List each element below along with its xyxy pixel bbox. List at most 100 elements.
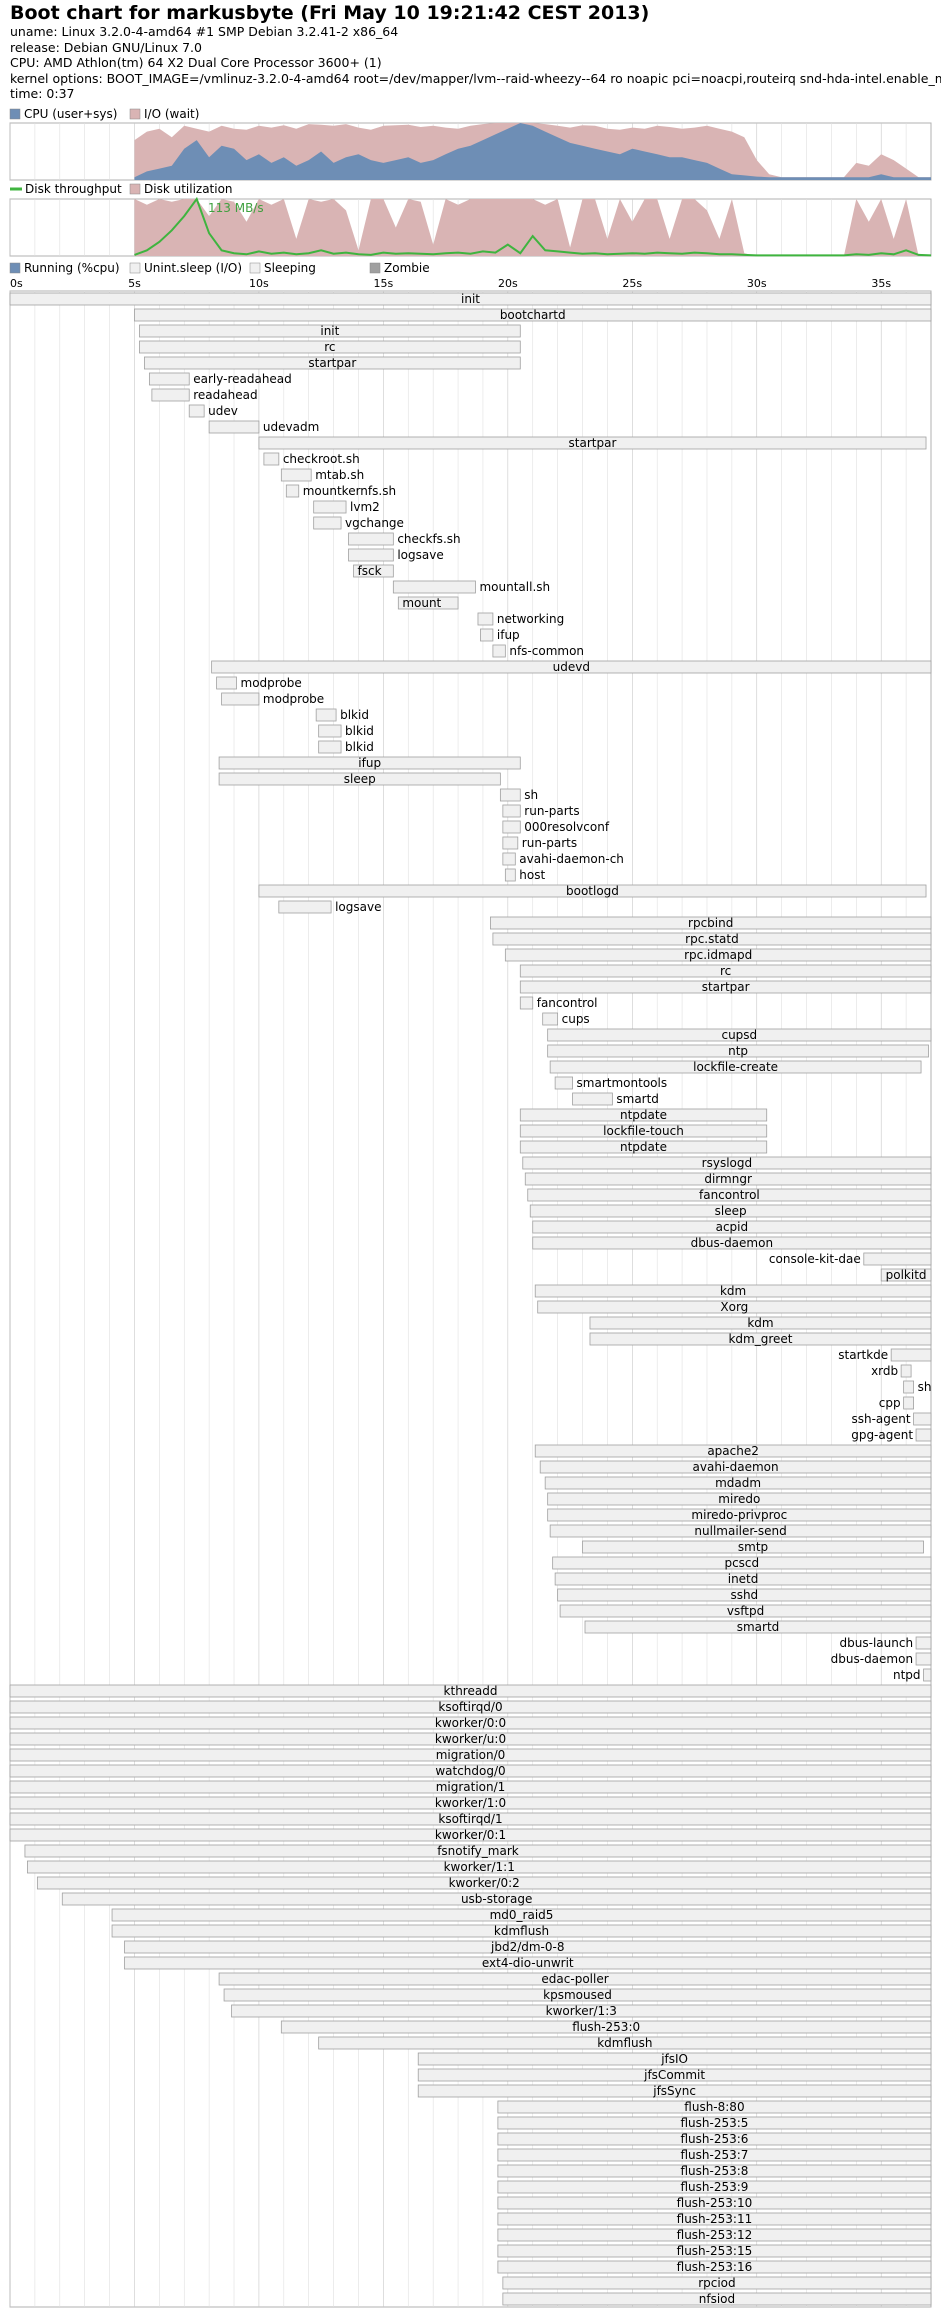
- process-label: kworker/0:2: [449, 1876, 520, 1890]
- process-label: console-kit-dae: [769, 1252, 861, 1266]
- legend-cpu-swatch: [9, 108, 21, 120]
- process-bar: [353, 564, 394, 578]
- process-label: flush-8:80: [684, 2100, 744, 2114]
- process-bar: [547, 1044, 929, 1058]
- process-bar: [544, 1476, 932, 1490]
- x-tick-label: 5s: [128, 277, 141, 290]
- uname-line: uname: Linux 3.2.0-4-amd64 #1 SMP Debian…: [10, 24, 399, 39]
- process-label: ext4-dio-unwrit: [482, 1956, 574, 1970]
- legend-disk-utilization-label: Disk utilization: [144, 182, 233, 196]
- disk-throughput-peak-label: 113 MB/s: [208, 201, 264, 215]
- process-label: md0_raid5: [490, 1908, 554, 1922]
- process-label: kdm_greet: [728, 1332, 792, 1346]
- process-label: xrdb: [871, 1364, 898, 1378]
- process-bar: [492, 932, 932, 946]
- process-label: kdmflush: [597, 2036, 652, 2050]
- process-bar: [915, 1428, 932, 1442]
- x-tick-label: 25s: [622, 277, 642, 290]
- process-bar: [497, 2148, 932, 2162]
- process-label: dbus-launch: [840, 1636, 914, 1650]
- process-label: smartmontools: [577, 1076, 668, 1090]
- process-label: dbus-daemon: [831, 1652, 913, 1666]
- process-bar: [915, 1652, 932, 1666]
- process-bar: [502, 804, 521, 818]
- process-bar: [492, 644, 506, 658]
- process-label: mdadm: [715, 1476, 761, 1490]
- process-label: init: [461, 292, 480, 306]
- cpu-usage-area: [134, 123, 931, 180]
- process-bar: [519, 1108, 768, 1122]
- process-bar: [903, 1380, 914, 1394]
- process-label: blkid: [345, 724, 374, 738]
- process-label: mount: [402, 596, 441, 610]
- process-bar: [499, 788, 521, 802]
- process-bar: [280, 2020, 932, 2034]
- process-bar: [9, 1796, 932, 1810]
- process-bar: [318, 2036, 932, 2050]
- process-bar: [480, 628, 494, 642]
- process-label: sh: [918, 1380, 932, 1394]
- process-label: lockfile-touch: [603, 1124, 684, 1138]
- process-bar: [534, 1284, 932, 1298]
- process-label: flush-253:11: [677, 2212, 753, 2226]
- process-bar: [923, 1668, 932, 1682]
- process-label: modprobe: [241, 676, 302, 690]
- process-label: nullmailer-send: [694, 1524, 786, 1538]
- legend-running-label: Running (%cpu): [24, 261, 120, 275]
- process-label: checkfs.sh: [397, 532, 460, 546]
- legend-sleeping-swatch: [249, 262, 261, 274]
- process-bar: [539, 1460, 932, 1474]
- process-label: mtab.sh: [315, 468, 364, 482]
- process-label: jbd2/dm-0-8: [490, 1940, 564, 1954]
- process-bar: [188, 404, 205, 418]
- process-label: early-readahead: [193, 372, 292, 386]
- process-bar: [218, 1972, 932, 1986]
- process-bar: [318, 740, 342, 754]
- process-label: avahi-daemon-ch: [519, 852, 624, 866]
- process-label: blkid: [340, 708, 369, 722]
- legend-disk-utilization-swatch: [129, 183, 141, 195]
- process-label: gpg-agent: [851, 1428, 913, 1442]
- process-bar: [9, 1812, 932, 1826]
- legend-sleeping-label: Sleeping: [264, 261, 316, 275]
- process-bar: [139, 324, 521, 338]
- process-label: ksoftirqd/1: [438, 1812, 502, 1826]
- process-bar: [554, 1572, 932, 1586]
- process-label: udev: [208, 404, 238, 418]
- process-bar: [880, 1268, 932, 1282]
- process-label: cups: [562, 1012, 590, 1026]
- process-bar: [497, 2196, 932, 2210]
- process-label: cupsd: [721, 1028, 757, 1042]
- process-label: flush-253:10: [677, 2196, 753, 2210]
- process-label: kworker/1:3: [546, 2004, 617, 2018]
- process-label: acpid: [716, 1220, 749, 1234]
- process-label: 000resolvconf: [524, 820, 610, 834]
- process-bar: [348, 548, 394, 562]
- process-bar: [502, 836, 519, 850]
- process-bar: [900, 1364, 912, 1378]
- process-label: rpciod: [698, 2276, 735, 2290]
- process-label: bootchartd: [500, 308, 566, 322]
- process-label: vsftpd: [727, 1604, 764, 1618]
- process-bar: [218, 772, 501, 786]
- process-label: vgchange: [345, 516, 404, 530]
- process-label: rc: [324, 340, 335, 354]
- process-bar: [519, 1140, 768, 1154]
- process-bar: [313, 500, 347, 514]
- process-label: ssh-agent: [851, 1412, 910, 1426]
- process-bar: [223, 1988, 932, 2002]
- process-label: miredo-privproc: [691, 1508, 787, 1522]
- process-label: ntpdate: [620, 1108, 667, 1122]
- process-bar: [572, 1092, 613, 1106]
- process-bar: [139, 340, 521, 354]
- x-tick-label: 30s: [747, 277, 767, 290]
- process-label: kworker/1:1: [444, 1860, 515, 1874]
- process-bar: [111, 1908, 932, 1922]
- process-bar: [280, 468, 312, 482]
- process-label: flush-253:6: [680, 2132, 748, 2146]
- process-label: rc: [720, 964, 731, 978]
- legend-disk-throughput-label: Disk throughput: [25, 182, 122, 196]
- process-bar: [151, 388, 190, 402]
- legend-unint-sleep-swatch: [129, 262, 141, 274]
- process-bar: [497, 2132, 932, 2146]
